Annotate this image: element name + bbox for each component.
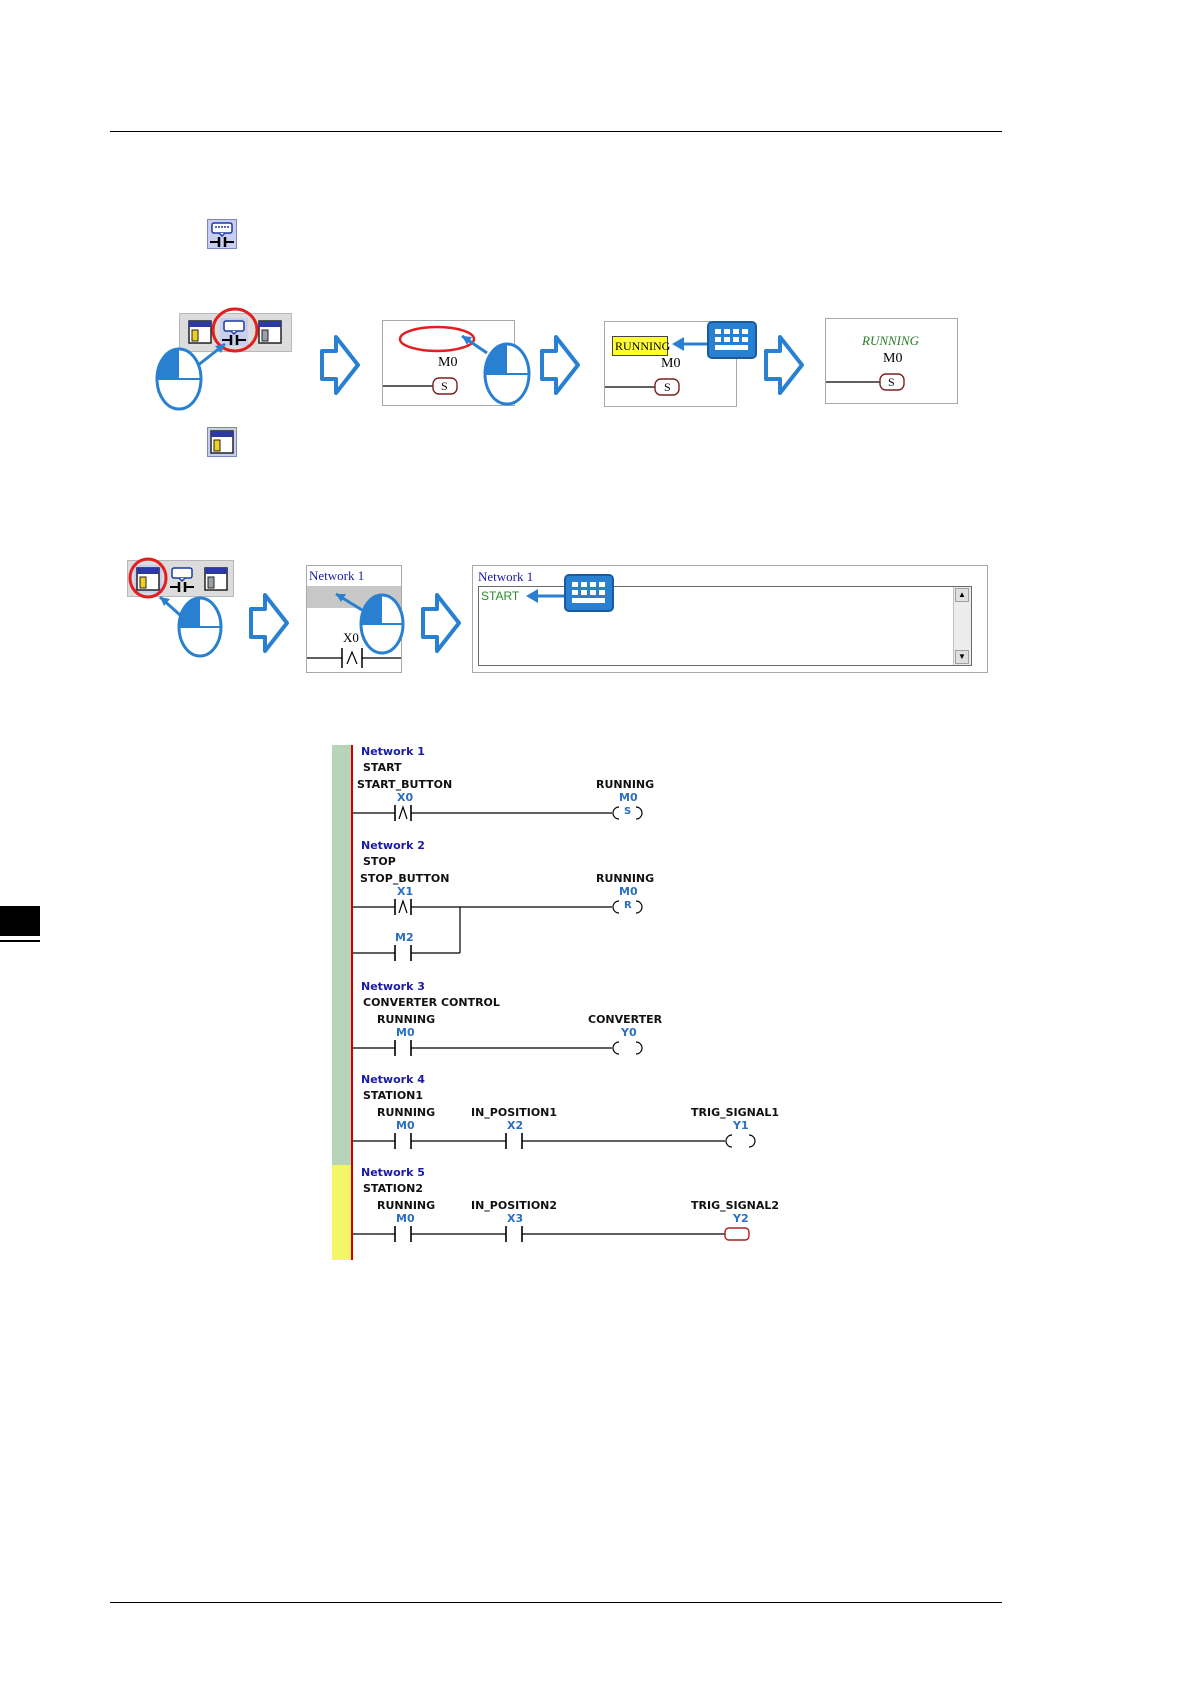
contact-device: M0 xyxy=(396,1212,415,1225)
coil-symbol: RUNNING xyxy=(596,872,655,885)
coil-device: Y1 xyxy=(733,1119,749,1132)
contact-symbol: RUNNING xyxy=(377,1199,436,1212)
coil-type: R xyxy=(624,900,632,911)
toolbar-strip-1 xyxy=(179,313,292,352)
network-frame-typing: Network 1 START ▲ ▼ xyxy=(472,565,988,673)
network-label: Network 4 xyxy=(361,1073,425,1086)
coil-symbol: TRIG_SIGNAL1 xyxy=(691,1106,780,1119)
network-label: Network 2 xyxy=(361,839,425,852)
highlight-circle xyxy=(128,557,168,599)
coil-type: S xyxy=(624,806,632,817)
step-arrow xyxy=(320,335,360,395)
contact-device: M0 xyxy=(396,1026,415,1039)
network-title: Network 1 xyxy=(478,569,534,584)
keyboard-icon xyxy=(564,574,614,612)
coil-frame-typing: RUNNING M0 S xyxy=(604,321,737,407)
footer-rule xyxy=(110,1602,1002,1603)
mouse-icon xyxy=(155,342,226,411)
device-label: M0 xyxy=(661,356,681,371)
rail-bar-bottom xyxy=(332,1165,351,1260)
coil-device: Y2 xyxy=(733,1212,749,1225)
step-arrow xyxy=(764,335,804,395)
network-comment: STATION1 xyxy=(363,1089,424,1102)
network-comment-icon[interactable] xyxy=(207,219,237,249)
toolbar-strip-2 xyxy=(127,560,234,597)
network-frame-click: Network 1 X0 xyxy=(306,565,402,673)
network-comment-editor[interactable]: START ▲ ▼ xyxy=(478,586,972,666)
chapter-tab-line xyxy=(0,940,40,942)
coil-device: Y0 xyxy=(621,1026,637,1039)
comment-input[interactable]: RUNNING xyxy=(612,336,670,356)
step-arrow xyxy=(540,335,580,395)
network-title: Network 1 xyxy=(309,568,365,583)
coil-symbol: RUNNING xyxy=(596,778,655,791)
contact-symbol: IN_POSITION1 xyxy=(471,1106,558,1119)
ladder-diagram: Network 1 START START_BUTTON X0 RUNNING … xyxy=(332,745,812,1260)
contact-device: X0 xyxy=(397,791,414,804)
contact-device: X2 xyxy=(507,1119,524,1132)
network-comment-icon[interactable] xyxy=(168,565,196,593)
device-label: M0 xyxy=(883,351,903,366)
coil-frame-result: RUNNING M0 S xyxy=(825,318,958,404)
table-icon[interactable] xyxy=(202,565,230,593)
keyboard-icon xyxy=(707,321,757,359)
highlight-circle xyxy=(398,325,476,353)
power-rail xyxy=(351,745,353,1260)
contact-symbol: RUNNING xyxy=(377,1013,436,1026)
device-label: M0 xyxy=(438,355,458,370)
rail-bar-top xyxy=(332,745,351,1165)
contact-symbol: RUNNING xyxy=(377,1106,436,1119)
coil-type: S xyxy=(441,379,448,393)
contact-device: M0 xyxy=(396,1119,415,1132)
editor-scrollbar[interactable]: ▲ ▼ xyxy=(953,587,971,665)
ladder-rungs xyxy=(353,805,756,1242)
coil-type: S xyxy=(888,375,895,389)
mouse-icon xyxy=(158,595,223,658)
network-title-icon[interactable] xyxy=(207,427,237,457)
device-label: X0 xyxy=(343,630,359,645)
input-arrow xyxy=(526,589,564,603)
contact-symbol: STOP_BUTTON xyxy=(360,872,450,885)
header-rule xyxy=(110,131,1002,132)
parallel-contact-device: M2 xyxy=(395,931,414,944)
network-comment-icon[interactable] xyxy=(220,318,248,346)
network-title-icon[interactable] xyxy=(134,565,162,593)
contact-symbol: START_BUTTON xyxy=(357,778,453,791)
coil-symbol: TRIG_SIGNAL2 xyxy=(691,1199,780,1212)
mouse-icon xyxy=(335,592,405,655)
network-comment: CONVERTER CONTROL xyxy=(363,996,500,1009)
chapter-tab xyxy=(0,906,40,936)
step-arrow xyxy=(249,593,289,653)
contact-symbol: IN_POSITION2 xyxy=(471,1199,558,1212)
mouse-icon xyxy=(461,334,531,406)
network-comment: STATION2 xyxy=(363,1182,424,1195)
network-comment: START xyxy=(363,761,402,774)
coil-device: M0 xyxy=(619,885,638,898)
contact-device: X3 xyxy=(507,1212,524,1225)
editor-text: START xyxy=(481,589,520,603)
network-label: Network 3 xyxy=(361,980,425,993)
comment-label: RUNNING xyxy=(862,333,920,348)
network-comment: STOP xyxy=(363,855,396,868)
network-label: Network 5 xyxy=(361,1166,425,1179)
contact-device: X1 xyxy=(397,885,414,898)
step-arrow xyxy=(421,593,461,653)
scroll-up-icon[interactable]: ▲ xyxy=(955,588,969,602)
highlight-circle xyxy=(211,307,259,353)
network-label: Network 1 xyxy=(361,745,425,758)
coil-symbol: CONVERTER xyxy=(588,1013,663,1026)
coil-type: S xyxy=(664,380,671,394)
coil-device: M0 xyxy=(619,791,638,804)
table-icon[interactable] xyxy=(256,318,284,346)
input-arrow xyxy=(672,337,710,351)
network-title-icon[interactable] xyxy=(186,318,214,346)
scroll-down-icon[interactable]: ▼ xyxy=(955,650,969,664)
